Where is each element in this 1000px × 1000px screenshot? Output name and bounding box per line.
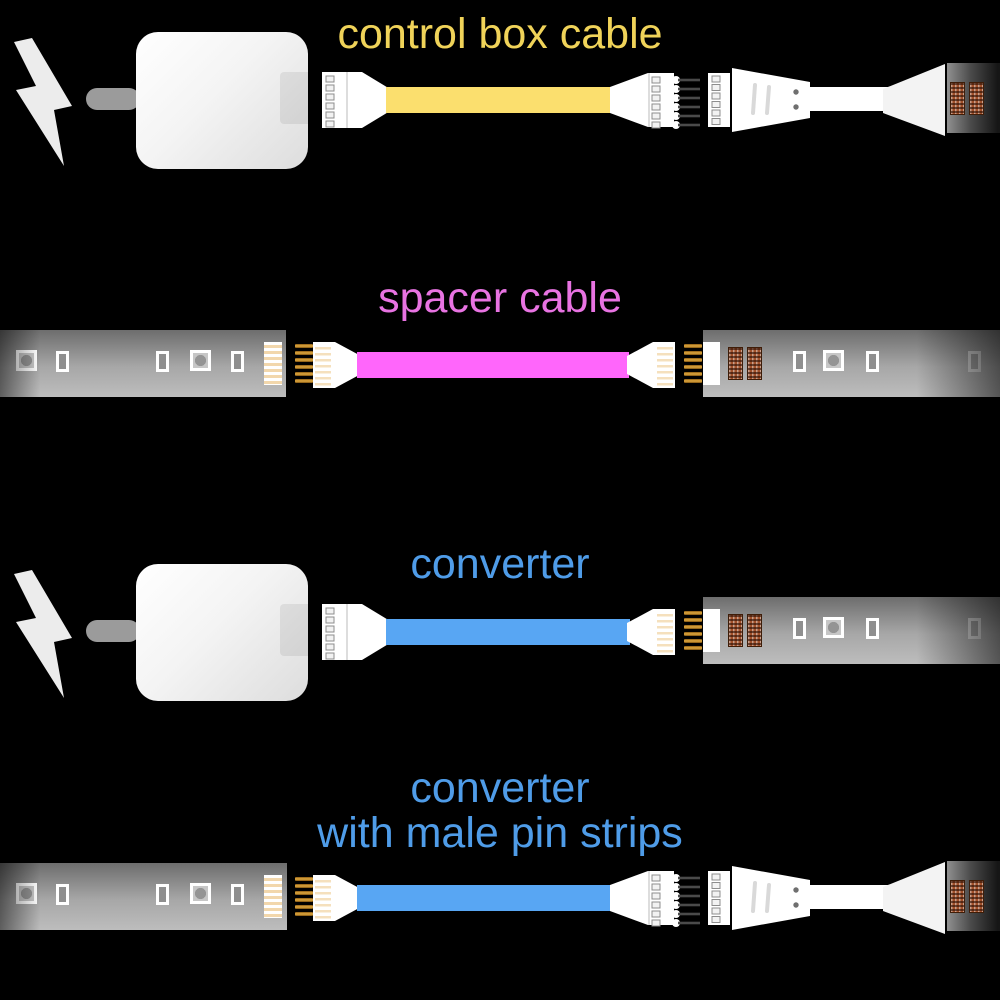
led-chip	[190, 350, 211, 371]
resistor-chip	[793, 618, 806, 639]
adapter-port-tab	[280, 72, 308, 124]
white-cable	[810, 87, 888, 111]
resistor-chip	[231, 351, 244, 372]
white-cable	[810, 885, 888, 909]
resistor-chip	[231, 884, 244, 905]
led-strip-left	[0, 863, 287, 930]
copper-pad	[728, 347, 743, 380]
gold-pins	[295, 877, 313, 916]
converter-cable	[386, 619, 630, 645]
strip-end-connector	[883, 862, 945, 934]
solder-pad	[703, 342, 720, 385]
led-chip	[823, 350, 844, 371]
spacer-cable	[357, 352, 629, 378]
converter-cable	[357, 885, 612, 911]
resistor-chip	[156, 884, 169, 905]
led-chip	[823, 617, 844, 638]
copper-pad	[969, 82, 984, 115]
copper-pad	[728, 614, 743, 647]
strip-connector	[313, 875, 361, 921]
power-adapter	[136, 32, 308, 169]
spacer-cable-label: spacer cable	[378, 274, 622, 322]
ac-plug-prong	[86, 88, 140, 110]
led-strip-right	[703, 330, 1000, 397]
led-chip	[190, 883, 211, 904]
copper-pad	[969, 880, 984, 913]
female-connector	[708, 864, 812, 932]
resistor-chip	[866, 618, 879, 639]
solder-pad	[703, 609, 720, 652]
copper-pad	[747, 614, 762, 647]
ac-plug-prong	[86, 620, 140, 642]
copper-pad	[747, 347, 762, 380]
control-box-cable	[386, 87, 612, 113]
resistor-chip	[866, 351, 879, 372]
copper-pad	[950, 82, 965, 115]
adapter-port-tab	[280, 604, 308, 656]
control-box-cable-label: control box cable	[337, 10, 663, 58]
male-pin-connector	[610, 870, 701, 927]
resistor-chip	[56, 351, 69, 372]
resistor-chip	[56, 884, 69, 905]
led-chip	[16, 350, 37, 371]
led-strip-left	[0, 330, 286, 397]
copper-pad	[950, 880, 965, 913]
resistor-chip	[968, 618, 981, 639]
led-chip	[16, 883, 37, 904]
led-strip-stub	[947, 861, 1000, 931]
solder-pad	[264, 875, 282, 918]
resistor-chip	[793, 351, 806, 372]
resistor-chip	[156, 351, 169, 372]
power-adapter	[136, 564, 308, 701]
resistor-chip	[968, 351, 981, 372]
solder-pad	[264, 342, 282, 385]
converter-male-pins-label: converter with male pin strips	[317, 764, 683, 857]
led-strip-right	[703, 597, 1000, 664]
converter-label: converter	[410, 540, 590, 588]
led-strip-stub	[947, 63, 1000, 133]
